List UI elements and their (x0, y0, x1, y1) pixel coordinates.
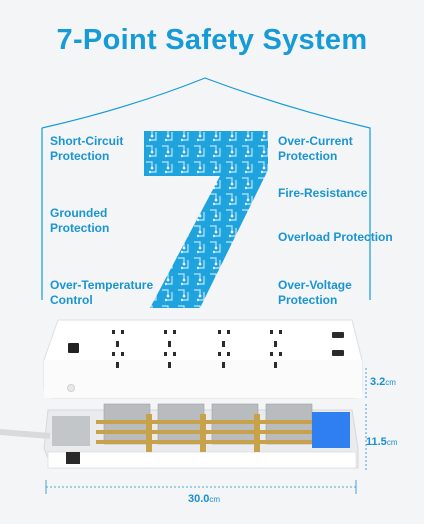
depth-dimension: 11.5cm (366, 436, 398, 448)
power-indicator-light (68, 343, 79, 353)
feature-fire-resistance: Fire-Resistance (278, 186, 368, 200)
shield-outline (41, 77, 371, 300)
height-dimension: 3.2cm (370, 376, 396, 388)
seven-glyph (144, 131, 268, 308)
width-dimension: 30.0cm (188, 493, 221, 505)
feature-overload: Overload Protection (278, 230, 393, 244)
page-title: 7-Point Safety System (56, 24, 368, 56)
power-button-icon (67, 384, 75, 392)
